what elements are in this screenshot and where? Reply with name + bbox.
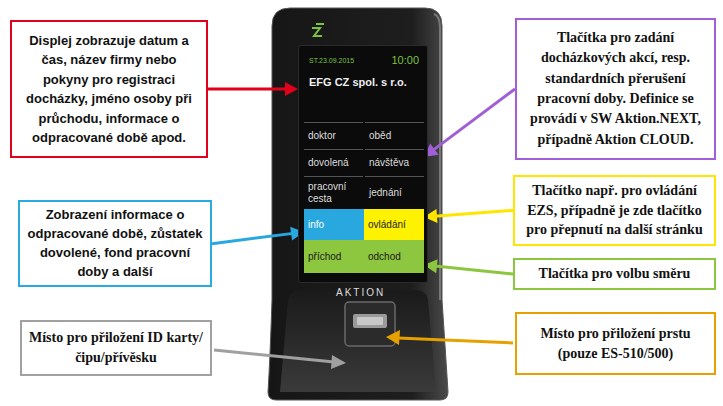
brand-label: AKTION (336, 287, 385, 298)
connector-line (435, 210, 513, 216)
node-text: Tlačítka pro zadání docházkových akcí, r… (524, 28, 707, 150)
fingerprint-sensor (345, 302, 395, 346)
callout-box: Zobrazení informace o odpracované době, … (18, 200, 212, 287)
connector-line (433, 89, 515, 150)
leader-line (214, 350, 334, 362)
callout-box: Tlačítka pro volbu směru (513, 258, 716, 290)
terminal-button: doktor (304, 122, 363, 149)
node-text: oběd (369, 130, 391, 142)
terminal-button: jednání (365, 176, 424, 208)
card-area (280, 290, 436, 392)
leader-arrow (424, 259, 513, 274)
fingerprint-glass (357, 317, 383, 325)
terminal-button: pracovní cesta (304, 176, 363, 208)
node-text: jednání (369, 187, 402, 199)
leader-arrow (208, 82, 298, 96)
node-text: ST.23.09.2015 (309, 57, 354, 64)
leader-line (398, 338, 513, 343)
node-text: Místo pro přiložení prstu (pouze ES-510/… (524, 324, 707, 363)
callout-box: Displej zobrazuje datum a čas, název fir… (10, 20, 208, 158)
terminal-button: návštěva (365, 149, 424, 176)
node-text: doktor (308, 130, 336, 142)
node-text: EFG CZ spol. s r.o. (309, 76, 407, 88)
node-text: info (308, 219, 324, 231)
leader-arrow (212, 227, 304, 244)
callout-box: Tlačítka pro zadání docházkových akcí, r… (515, 18, 716, 160)
connector-line (435, 266, 513, 274)
brand-logo (312, 24, 324, 36)
terminal-button: ovládání (364, 209, 424, 240)
connector-line (208, 88, 287, 91)
node-text: Tlačítko např. pro ovládání EZS, případn… (522, 181, 707, 240)
fingerprint-window (353, 314, 387, 328)
terminal-button: info (304, 209, 364, 240)
arrow-head (386, 330, 400, 345)
arrow-head (285, 82, 298, 96)
node-text: návštěva (369, 157, 409, 169)
node-text: 10:00 (391, 54, 419, 66)
arrow-head (331, 355, 346, 369)
terminal-button: dovolená (304, 149, 363, 176)
terminal-edge (434, 14, 440, 300)
terminal-button: příchod (304, 240, 364, 273)
node-text: Tlačítka pro volbu směru (539, 265, 691, 283)
node-text: příchod (308, 251, 341, 263)
node-text: odchod (368, 251, 401, 263)
terminal-button: oběd (365, 122, 424, 149)
callout-box: Místo pro přiložení ID karty/čipu/přívěs… (20, 320, 212, 376)
node-text: ovládání (368, 219, 406, 231)
callout-box: Místo pro přiložení prstu (pouze ES-510/… (515, 312, 716, 375)
connector-line (212, 233, 293, 243)
leader-arrow (424, 209, 513, 223)
terminal-button: odchod (364, 240, 424, 273)
node-text: Zobrazení informace o odpracované době, … (27, 206, 203, 281)
node-text: pracovní cesta (308, 181, 359, 204)
node-text: dovolená (308, 157, 349, 169)
terminal-body (268, 8, 448, 400)
node-text: Displej zobrazuje datum a čas, název fir… (19, 31, 199, 148)
callout-box: Tlačítko např. pro ovládání EZS, případn… (513, 175, 716, 246)
display-screen: ST.23.09.2015 10:00EFG CZ spol. s r.o. dok… (298, 45, 428, 283)
leader-arrow (424, 89, 515, 157)
node-text: Místo pro přiložení ID karty/čipu/přívěs… (29, 328, 203, 367)
